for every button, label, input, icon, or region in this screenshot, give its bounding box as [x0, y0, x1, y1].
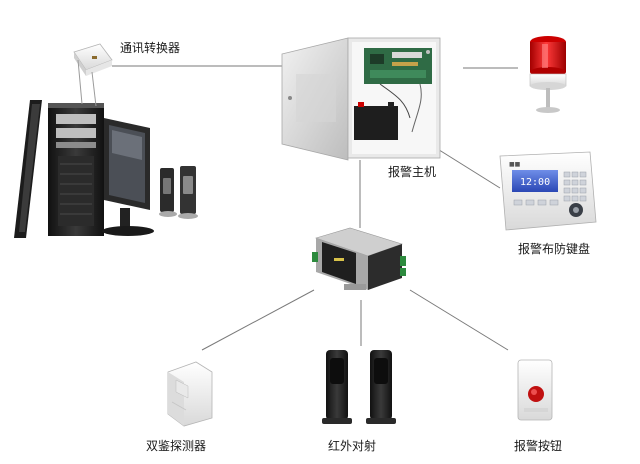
infrared-beam-icon	[322, 350, 396, 424]
converter-icon	[74, 44, 112, 106]
line-bus-detector	[202, 290, 314, 350]
alarm-button-icon	[518, 360, 552, 420]
converter-label: 通讯转换器	[120, 39, 180, 56]
alarm-host-label: 报警主机	[388, 163, 436, 180]
keypad-screen-text: 12:00	[520, 177, 550, 188]
strobe-siren-icon	[530, 36, 566, 113]
infrared-label: 红外对射	[328, 437, 376, 454]
keypad-label: 报警布防键盘	[518, 240, 590, 257]
computer-icon	[14, 100, 198, 238]
line-bus-button	[410, 290, 508, 350]
alarm-button-label: 报警按钮	[514, 437, 562, 454]
bus-module-icon	[312, 228, 406, 290]
alarm-host-icon	[282, 38, 440, 160]
line-host-keypad	[436, 148, 500, 188]
keypad-icon: ■■ 12:00	[500, 152, 596, 230]
detector-label: 双鉴探测器	[146, 437, 206, 454]
dual-tech-detector-icon	[168, 362, 212, 426]
svg-text:■■: ■■	[509, 161, 521, 168]
